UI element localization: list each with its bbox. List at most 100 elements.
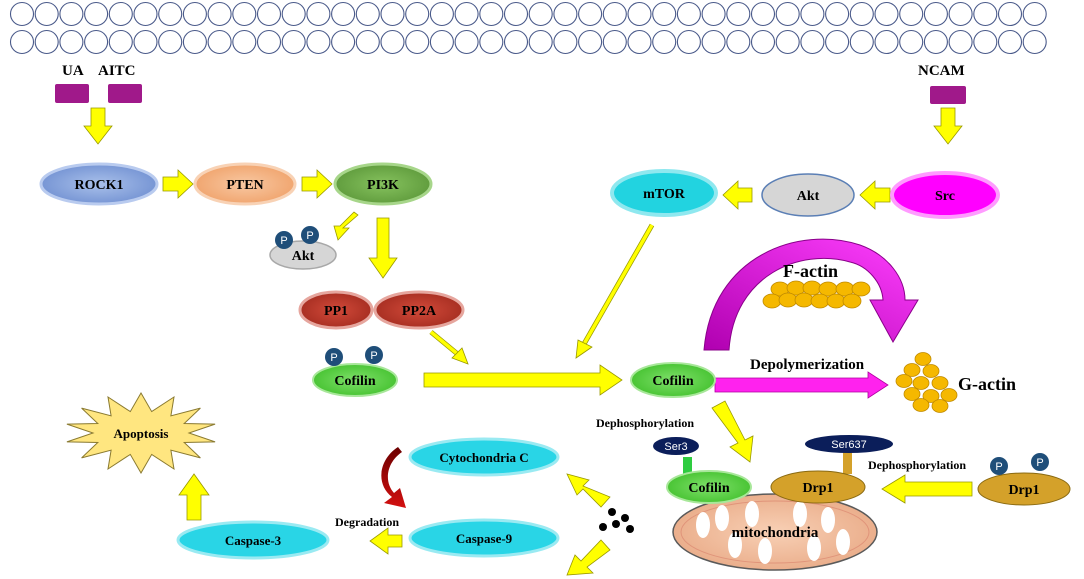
mitochondria-cristae — [696, 501, 850, 564]
membrane-lipid — [800, 29, 825, 55]
membrane-lipid — [9, 29, 35, 55]
svg-text:Cofilin: Cofilin — [688, 481, 729, 496]
membrane-lipid — [158, 29, 183, 55]
node-apoptosis: Apoptosis — [66, 391, 216, 475]
membrane-lipid — [726, 29, 751, 55]
membrane-lipid — [454, 1, 479, 27]
node-rock1: ROCK1 — [39, 162, 159, 206]
crista — [715, 505, 729, 531]
membrane-lipid — [331, 1, 356, 27]
phospho-icon: P — [1031, 453, 1049, 471]
node-src: Src — [890, 171, 1000, 219]
receptor-ua — [55, 84, 89, 103]
svg-text:Drp1: Drp1 — [1008, 483, 1039, 498]
svg-text:P: P — [995, 461, 1002, 473]
membrane-lipid — [528, 1, 553, 27]
tag-ser3: Ser3 — [653, 437, 699, 475]
tag-ser637: Ser637 — [805, 435, 893, 474]
membrane-lipid — [405, 1, 430, 27]
dephosphorylation-label-left: Dephosphorylation — [596, 416, 694, 430]
arrow-caspase3-to-apoptosis — [178, 473, 210, 521]
svg-text:PP1: PP1 — [324, 304, 348, 319]
svg-text:P: P — [280, 235, 287, 247]
actin-monomer — [940, 388, 958, 402]
svg-text:Cofilin: Cofilin — [652, 374, 693, 389]
membrane-lipid — [503, 29, 529, 55]
crista — [696, 512, 710, 538]
phospho-icon: P — [275, 231, 293, 249]
actin-bead — [851, 281, 871, 297]
phospho-icon: P — [301, 226, 319, 244]
arrow-rock1-to-pten — [162, 169, 194, 199]
svg-text:Ser3: Ser3 — [664, 441, 687, 453]
membrane-lipid — [1022, 1, 1047, 27]
node-mitochondria: mitochondria — [672, 493, 878, 571]
membrane-lipid — [355, 1, 380, 27]
svg-text:Caspase-3: Caspase-3 — [225, 533, 282, 548]
actin-monomer — [922, 364, 940, 378]
svg-text:PP2A: PP2A — [402, 304, 437, 319]
g-actin-label: G-actin — [958, 374, 1016, 394]
actin-monomer — [912, 398, 930, 412]
membrane-lipid — [306, 29, 331, 55]
svg-text:P: P — [330, 352, 337, 364]
receptor-label-ncam: NCAM — [918, 63, 965, 79]
arrow-drp1p-to-drp1 — [881, 474, 973, 504]
membrane-lipid — [874, 29, 899, 55]
membrane-lipid — [676, 29, 701, 55]
membrane-lipid — [306, 1, 331, 27]
receptor-label-aitc: AITC — [98, 63, 136, 79]
membrane-lipid — [775, 1, 800, 27]
node-mtor: mTOR — [610, 169, 718, 217]
node-cofilin-bound: Cofilin — [666, 470, 752, 504]
membrane-lipid — [948, 29, 973, 55]
membrane-lipid — [479, 1, 504, 27]
membrane-lipid — [997, 1, 1023, 27]
membrane-lipid — [331, 29, 356, 55]
f-actin-arc — [703, 238, 919, 351]
membrane-lipid — [528, 29, 553, 55]
membrane-lipid — [923, 29, 948, 55]
svg-text:P: P — [370, 350, 377, 362]
svg-text:P: P — [1036, 457, 1043, 469]
membrane-lipid — [256, 1, 282, 27]
membrane-lipid — [874, 1, 899, 27]
node-cofilin: Cofilin — [630, 362, 716, 398]
arrow-pten-to-pi3k — [301, 169, 333, 199]
membrane-lipid — [775, 29, 800, 55]
arrows — [83, 107, 973, 576]
membrane-lipid — [133, 29, 158, 55]
svg-text:Akt: Akt — [797, 189, 820, 204]
svg-text:Caspase-9: Caspase-9 — [456, 531, 513, 546]
membrane-lipid — [578, 29, 603, 55]
actin-monomer — [931, 399, 949, 413]
svg-text:Drp1: Drp1 — [802, 481, 833, 496]
cytochrome-c-particles — [599, 508, 634, 533]
membrane-lipid — [602, 29, 627, 55]
membrane-lipid — [108, 1, 133, 27]
membrane-lipid — [849, 29, 874, 55]
membrane-lipid — [429, 1, 454, 27]
membrane-lipid — [578, 1, 603, 27]
svg-text:ROCK1: ROCK1 — [75, 178, 124, 193]
membrane-lipid — [158, 1, 183, 27]
membrane-lipid — [281, 29, 306, 55]
membrane-lipid — [825, 1, 850, 27]
node-pi3k: PI3K — [333, 162, 433, 206]
crista — [821, 507, 835, 533]
arrow-caspase9-to-caspase3 — [369, 527, 403, 555]
membrane-lipid — [207, 1, 232, 27]
membrane-lipid — [232, 1, 257, 27]
arrow-akt-to-mtor — [722, 180, 753, 210]
receptor-label-ua: UA — [62, 63, 84, 79]
membrane-lipid — [997, 29, 1023, 55]
mitochondria-label: mitochondria — [732, 525, 819, 541]
phospho-icon: P — [990, 457, 1008, 475]
membrane-lipid — [627, 29, 652, 55]
membrane-lipid — [84, 1, 109, 27]
membrane-lipid — [602, 1, 627, 27]
crista — [745, 501, 759, 527]
actin-bead — [810, 293, 830, 309]
receptor-aitc — [108, 84, 142, 103]
node-cytochrome-c: Cytochondria C — [408, 437, 560, 477]
